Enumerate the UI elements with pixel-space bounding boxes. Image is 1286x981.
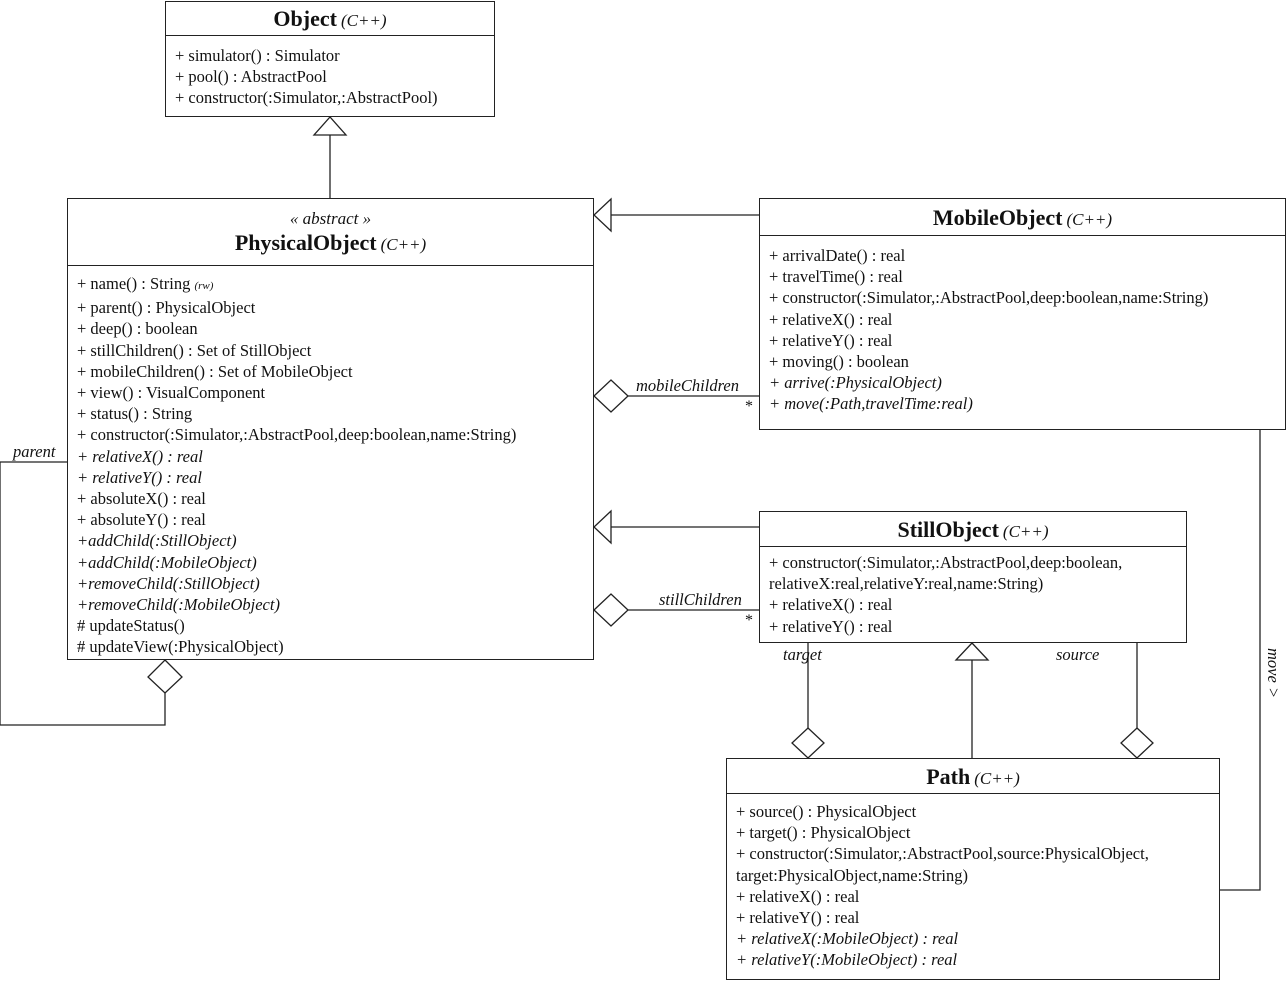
operation: + simulator() : Simulator (175, 46, 340, 65)
operations-compartment: + arrivalDate() : real + travelTime() : … (760, 236, 1285, 415)
operation: # updateStatus() (77, 616, 185, 636)
class-language: (C++) (1002, 522, 1049, 541)
class-name: StillObject (897, 517, 999, 542)
class-header: « abstract » PhysicalObject (C++) (68, 199, 593, 266)
operation: + relativeX(:MobileObject) : real (736, 929, 959, 949)
operations-compartment: + source() : PhysicalObject + target() :… (727, 794, 1219, 971)
operation: + moving() : boolean (769, 352, 909, 372)
class-language: (C++) (974, 769, 1020, 788)
move-association-line (1220, 430, 1261, 891)
operation-text: + name() : String (77, 274, 191, 293)
operation: +removeChild(:StillObject) (77, 573, 260, 593)
class-mobile-object[interactable]: MobileObject (C++) + arrivalDate() : rea… (759, 198, 1286, 430)
operation: relativeX:real,relativeY:real,name:Strin… (769, 574, 1044, 594)
operations-compartment: + constructor(:Simulator,:AbstractPool,d… (760, 547, 1186, 637)
operation: + relativeY() : real (736, 908, 860, 928)
operation: + constructor(:Simulator,:AbstractPool,d… (769, 288, 1209, 308)
generalization-arrowhead-still (593, 509, 612, 545)
class-name: MobileObject (932, 205, 1063, 230)
move-association-label: move > (1264, 648, 1283, 699)
operation: + arrive(:PhysicalObject) (769, 373, 942, 393)
class-header: MobileObject (C++) (760, 199, 1285, 236)
operation: + target() : PhysicalObject (736, 823, 911, 843)
class-header: Path (C++) (727, 759, 1219, 794)
operation: + absoluteX() : real (77, 489, 206, 509)
operations-compartment: + simulator() : Simulator + pool() : Abs… (166, 36, 494, 109)
operation: + relativeY() : real (769, 616, 893, 636)
class-physical-object[interactable]: « abstract » PhysicalObject (C++) + name… (67, 198, 594, 660)
class-name: Path (926, 764, 971, 789)
operation: +addChild(:MobileObject) (77, 552, 257, 572)
class-name: Object (273, 6, 337, 31)
operation: + relativeY(:MobileObject) : real (736, 950, 958, 970)
operations-compartment: + name() : String (rw) + parent() : Phys… (68, 266, 593, 658)
class-language: (C++) (380, 235, 427, 254)
generalization-arrowhead-mobile (593, 197, 612, 233)
operation: + constructor(:Simulator,:AbstractPool,d… (769, 553, 1123, 572)
operation: + arrivalDate() : real (769, 246, 906, 265)
operation: +addChild(:StillObject) (77, 531, 237, 551)
operation: + absoluteY() : real (77, 510, 206, 530)
operation: + deep() : boolean (77, 319, 198, 339)
operation: + move(:Path,travelTime:real) (769, 394, 973, 414)
class-language: (C++) (340, 11, 387, 30)
class-still-object[interactable]: StillObject (C++) + constructor(:Simulat… (759, 511, 1187, 643)
mobile-children-multiplicity: * (745, 398, 753, 415)
operation: + relativeY() : real (77, 467, 202, 487)
generalization-arrowhead-object (312, 116, 348, 136)
operation: + travelTime() : real (769, 267, 903, 287)
operation: + stillChildren() : Set of StillObject (77, 340, 312, 360)
generalization-arrowhead-path (954, 642, 990, 661)
operation: + constructor(:Simulator,:AbstractPool,d… (77, 425, 517, 445)
operation-note: (rw) (194, 280, 214, 292)
aggregation-diamond-still-children (593, 593, 629, 627)
operation: + source() : PhysicalObject (736, 802, 917, 821)
operation: + name() : String (rw) (77, 273, 584, 297)
operation: # updateView(:PhysicalObject) (77, 637, 284, 657)
still-children-multiplicity: * (745, 612, 753, 629)
operation: + constructor(:Simulator,:AbstractPool) (175, 88, 438, 108)
class-header: StillObject (C++) (760, 512, 1186, 547)
parent-role-label: parent (13, 442, 56, 461)
operation: + relativeX() : real (769, 309, 893, 329)
operation: target:PhysicalObject,name:String) (736, 865, 969, 885)
operation: +removeChild(:MobileObject) (77, 595, 280, 615)
class-header: Object (C++) (166, 2, 494, 36)
mobile-children-role-label: mobileChildren (636, 376, 739, 395)
operation: + status() : String (77, 404, 193, 424)
aggregation-diamond-source (1120, 727, 1154, 759)
class-language: (C++) (1066, 210, 1113, 229)
class-object[interactable]: Object (C++) + simulator() : Simulator +… (165, 1, 495, 117)
operation: + mobileChildren() : Set of MobileObject (77, 361, 353, 381)
source-role-label: source (1056, 645, 1100, 664)
parent-self-association-line (0, 461, 166, 726)
target-role-label: target (783, 645, 822, 664)
class-path[interactable]: Path (C++) + source() : PhysicalObject +… (726, 758, 1220, 980)
operation: + relativeX() : real (77, 446, 203, 466)
class-name: PhysicalObject (234, 230, 377, 255)
operation: + constructor(:Simulator,:AbstractPool,s… (736, 844, 1149, 864)
class-stereotype: « abstract » (289, 209, 372, 228)
operation: + parent() : PhysicalObject (77, 298, 256, 318)
operation: + relativeY() : real (769, 330, 893, 350)
aggregation-diamond-parent (147, 659, 183, 694)
aggregation-diamond-mobile-children (593, 379, 629, 413)
operation: + relativeX() : real (769, 595, 893, 615)
operation: + pool() : AbstractPool (175, 67, 327, 87)
aggregation-diamond-target (791, 727, 825, 759)
operation: + view() : VisualComponent (77, 383, 266, 403)
still-children-role-label: stillChildren (659, 590, 742, 609)
operation: + relativeX() : real (736, 886, 860, 906)
